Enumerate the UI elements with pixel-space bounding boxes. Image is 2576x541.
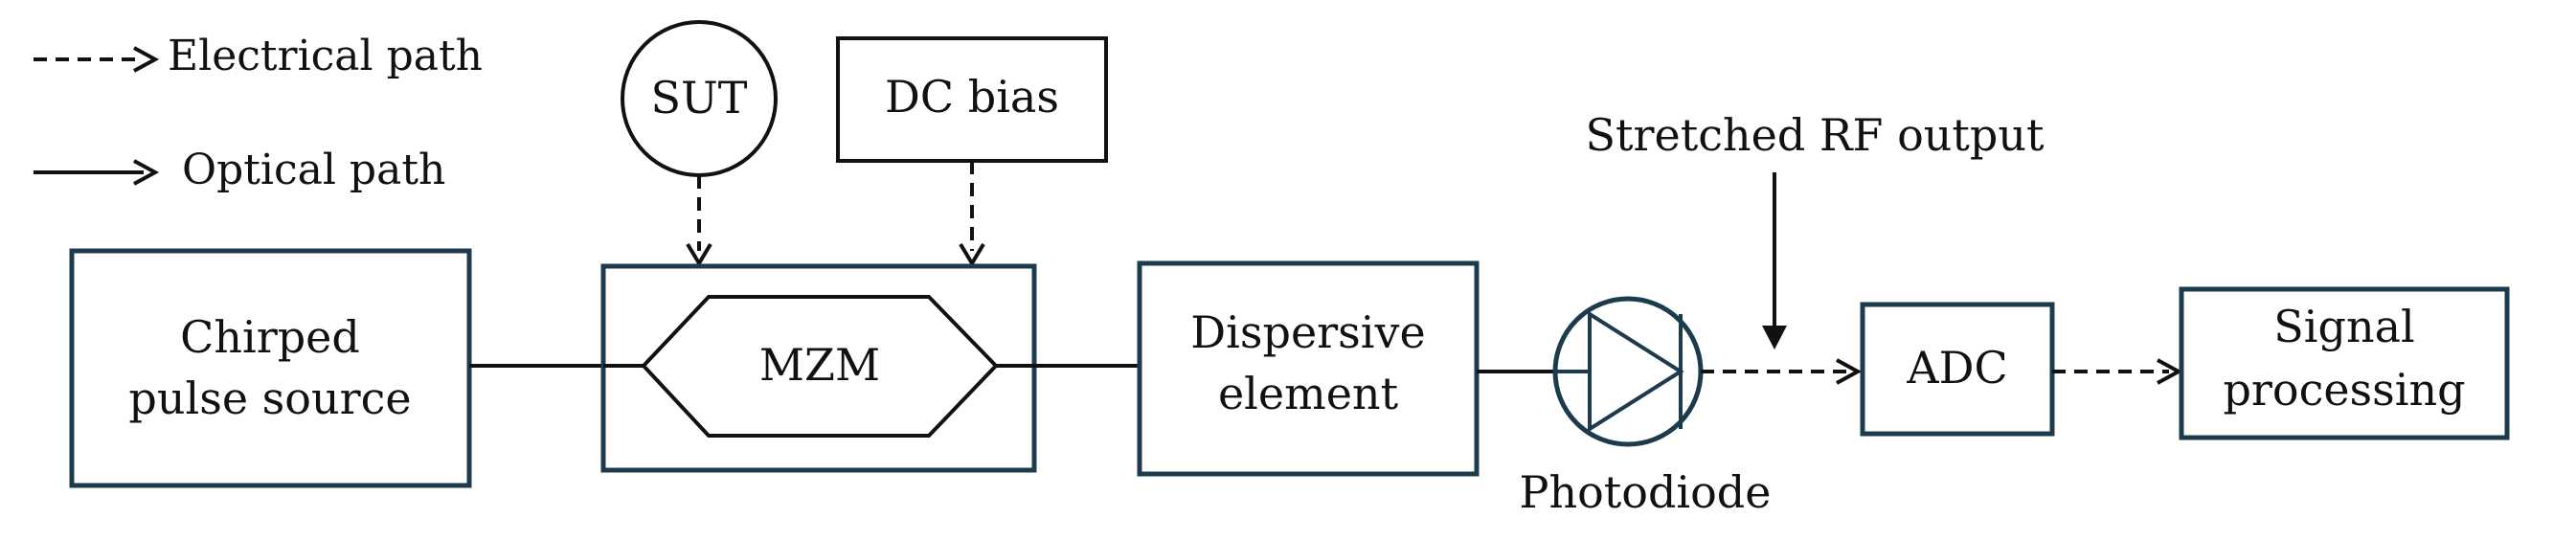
dispersive-element-node: Dispersive element (1137, 260, 1480, 477)
dispersive-label-line2: element (1218, 368, 1399, 419)
electrical-arrowhead-adc (1836, 358, 1863, 385)
adc-label: ADC (1906, 342, 2007, 394)
signal-processing-node: Signal processing (2179, 286, 2510, 440)
signal-label-line1: Signal (2273, 301, 2414, 352)
sut-to-mzm-arrowhead (686, 242, 712, 267)
photodiode-node: Photodiode (1520, 296, 1772, 518)
adc-node: ADC (1860, 302, 2055, 437)
source-label-line1: Chirped (180, 311, 360, 363)
electrical-arrowhead-signal (2157, 358, 2183, 385)
dc-bias-node: DC bias (836, 36, 1108, 163)
stretched-rf-output-label: Stretched RF output (1586, 109, 2045, 161)
legend-electrical-label: Electrical path (168, 32, 483, 80)
sut-node: SUT (621, 20, 778, 177)
mzm-label: MZM (759, 339, 880, 391)
mzm-hexagon (641, 295, 999, 438)
legend-optical-label: Optical path (182, 146, 445, 194)
adc-box (1860, 302, 2055, 437)
signal-label-line2: processing (2223, 364, 2465, 416)
dc-bias-label: DC bias (885, 71, 1059, 123)
stretched-rf-output-arrowhead (1762, 326, 1787, 349)
source-label-line2: pulse source (128, 372, 411, 424)
legend-optical-arrowhead (133, 159, 160, 186)
photodiode-label: Photodiode (1520, 466, 1772, 518)
dispersive-label-line1: Dispersive (1190, 306, 1425, 358)
dc-bias-box (836, 36, 1108, 163)
mzm-node: MZM (600, 263, 1037, 473)
chirped-pulse-source-node: Chirped pulse source (69, 248, 472, 488)
legend-electrical-arrowhead (133, 46, 160, 73)
sut-label: SUT (651, 72, 748, 124)
chirped-pulse-source-box (69, 248, 472, 488)
legend: Electrical path Optical path (34, 32, 483, 194)
dcbias-to-mzm-arrowhead (959, 242, 985, 267)
signal-processing-box (2179, 286, 2510, 440)
dispersive-element-box (1137, 260, 1480, 477)
photodiode-triangle (1588, 310, 1684, 433)
